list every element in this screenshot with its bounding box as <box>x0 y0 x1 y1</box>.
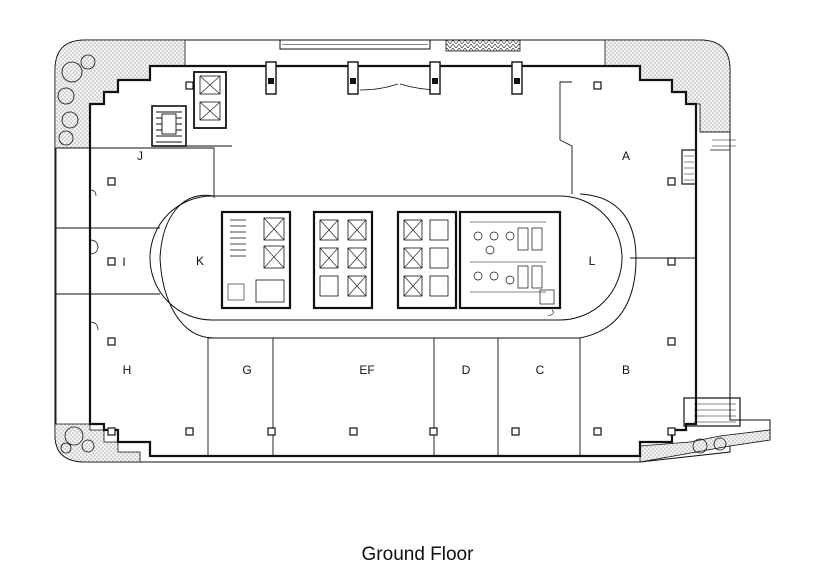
unit-label-I: I <box>122 255 125 269</box>
lift-core-top-left <box>193 71 227 129</box>
partitions <box>55 81 696 456</box>
unit-label-EF: EF <box>359 363 374 377</box>
landscape-bottom-right <box>639 429 771 463</box>
stair-east <box>681 131 736 185</box>
ramp-south-east <box>683 397 741 427</box>
unit-label-A: A <box>622 149 630 163</box>
site-boundary <box>54 39 771 463</box>
lobby-outer-ring <box>159 193 637 339</box>
unit-label-G: G <box>242 363 251 377</box>
trees <box>57 54 727 454</box>
unit-label-H: H <box>123 363 132 377</box>
building-perimeter <box>88 64 698 458</box>
landscape-bottom-left <box>54 423 141 463</box>
unit-labels: J A I K L H G EF D C B <box>122 149 630 377</box>
core-block-toilets <box>458 210 562 310</box>
core-block-stairs <box>220 210 292 310</box>
stair-top-left <box>151 105 187 147</box>
central-lobby <box>149 195 623 321</box>
unit-label-L: L <box>589 254 596 268</box>
doors-west <box>89 189 99 331</box>
unit-label-D: D <box>462 363 471 377</box>
core-block-lifts-1 <box>312 210 374 310</box>
unit-label-J: J <box>137 149 143 163</box>
floor-caption: Ground Floor <box>361 544 474 565</box>
unit-label-C: C <box>536 363 545 377</box>
landscape-top-right <box>604 39 731 133</box>
core-block-lifts-2 <box>396 210 458 310</box>
columns <box>107 81 676 436</box>
unit-label-B: B <box>622 363 630 377</box>
unit-label-K: K <box>196 254 204 268</box>
